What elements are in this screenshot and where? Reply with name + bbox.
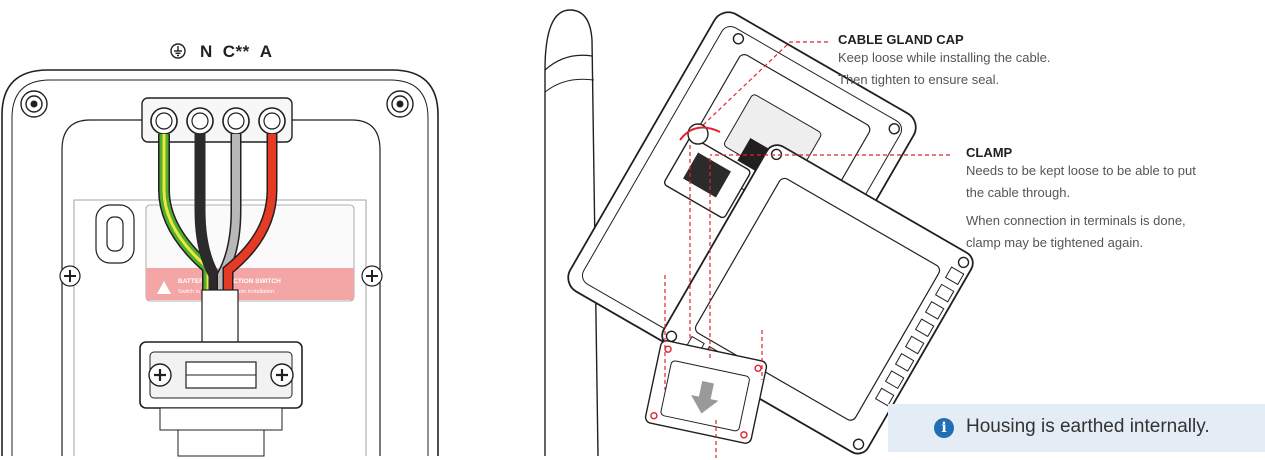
- gland-and-clamp-area: [663, 123, 751, 219]
- mounting-pole: [544, 9, 599, 457]
- side-screw-right: [361, 265, 383, 287]
- info-circle-icon: i: [934, 418, 954, 438]
- clamp-paragraph-1: Needs to be kept loose to be able to put…: [966, 160, 1196, 204]
- terminal-label-n: N: [200, 42, 213, 61]
- info-callout: i Housing is earthed internally.: [888, 404, 1265, 452]
- clamp-line-2: the cable through.: [966, 185, 1071, 200]
- cable-gland-cap-note: CABLE GLAND CAP Keep loose while install…: [838, 32, 1050, 91]
- terminal-screws: [150, 107, 286, 135]
- enclosure-illustration: [544, 9, 974, 458]
- terminal-block-illustration: BATTERY CONNECTION SWITCH Switch to 'ON'…: [1, 69, 439, 457]
- clamp-line-4: clamp may be tightened again.: [966, 235, 1144, 250]
- mounting-hole-left: [20, 90, 48, 118]
- clamp-line-1: Needs to be kept loose to be able to put: [966, 163, 1196, 178]
- clamp-note: CLAMP Needs to be kept loose to be able …: [966, 145, 1196, 254]
- mounting-hole-right: [386, 90, 414, 118]
- terminal-label-a: A: [259, 42, 273, 61]
- terminal-labels: N C** A: [170, 42, 283, 62]
- wires: [158, 134, 278, 300]
- terminal-label-c: C**: [222, 42, 250, 61]
- cable-sheath: [201, 289, 239, 351]
- cable-clamp: [139, 341, 303, 457]
- clamp-paragraph-2: When connection in terminals is done, cl…: [966, 210, 1196, 254]
- cable-gland-cap-line-2: Then tighten to ensure seal.: [838, 72, 1000, 87]
- earth-ground-icon: [170, 43, 186, 59]
- warning-band: [146, 268, 354, 300]
- cable-gland-cap-title: CABLE GLAND CAP: [838, 32, 964, 47]
- cover-plate: [644, 340, 768, 444]
- leader-lines: [664, 41, 950, 458]
- clamp-title: CLAMP: [966, 145, 1013, 160]
- info-text: Housing is earthed internally.: [966, 416, 1210, 437]
- side-screw-left: [59, 265, 81, 287]
- clamp-line-3: When connection in terminals is done,: [966, 213, 1186, 228]
- cable-gland-cap-line-1: Keep loose while installing the cable.: [838, 50, 1051, 65]
